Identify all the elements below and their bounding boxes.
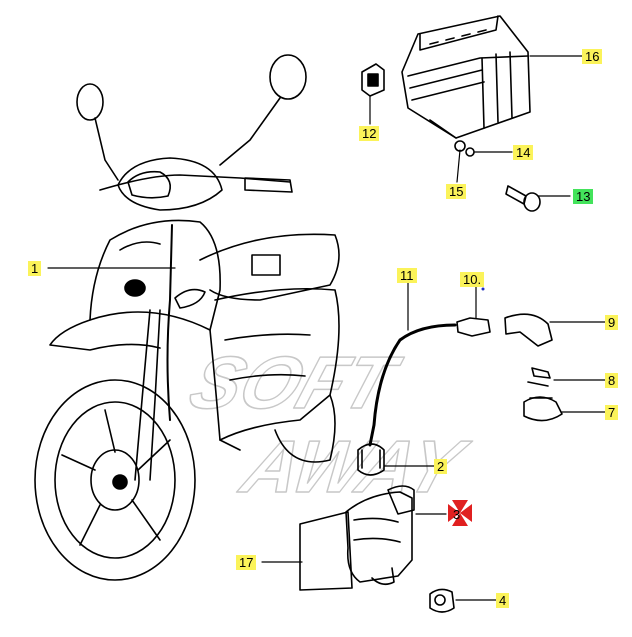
handlebar bbox=[99, 174, 291, 191]
part-13-screw bbox=[505, 185, 541, 212]
rear-body bbox=[214, 287, 340, 441]
callout-label: 8 bbox=[605, 373, 619, 388]
part-4-nut bbox=[429, 588, 455, 613]
headset bbox=[117, 157, 223, 211]
callout-label: 12 bbox=[359, 126, 380, 141]
mounting-plate bbox=[299, 511, 353, 591]
seat-plate bbox=[251, 254, 281, 276]
part-12-bracket bbox=[361, 63, 385, 97]
right-mirror-stem bbox=[219, 97, 281, 166]
right-grip bbox=[244, 177, 293, 193]
wheel-spokes bbox=[61, 409, 171, 546]
callout-label: 16 bbox=[582, 49, 603, 64]
part-2-connector bbox=[357, 443, 385, 476]
shield-badge bbox=[174, 288, 206, 309]
callout-label: 11 bbox=[397, 268, 417, 283]
part-11-ht-lead bbox=[368, 313, 553, 447]
callout-label: 10. bbox=[460, 272, 485, 287]
rear-wheel bbox=[274, 394, 336, 463]
leader-lines bbox=[47, 55, 606, 601]
leg-shield bbox=[209, 329, 241, 451]
callout-label: 13 bbox=[573, 189, 594, 204]
callout-label: 15 bbox=[446, 184, 467, 199]
front-mudguard bbox=[49, 319, 161, 351]
cable-harness bbox=[166, 224, 173, 421]
part-7-8-suppressor bbox=[523, 367, 563, 422]
callout-label: 7 bbox=[605, 405, 619, 420]
front-hub bbox=[112, 474, 128, 490]
part-10-dot bbox=[481, 287, 485, 291]
front-rim bbox=[54, 401, 176, 559]
front-tire bbox=[34, 379, 196, 581]
callout-label: 2 bbox=[434, 459, 448, 474]
left-mirror bbox=[76, 83, 104, 121]
part-3-17-ignition-coil bbox=[299, 485, 415, 591]
part-14-15-nut-washer bbox=[454, 140, 475, 157]
callout-label: 17 bbox=[236, 555, 257, 570]
callout-label: 4 bbox=[496, 593, 510, 608]
front-fork bbox=[134, 309, 161, 481]
shield-detail bbox=[119, 241, 161, 251]
watermark: SOFT AWAY bbox=[179, 341, 479, 509]
part-16-regulator bbox=[401, 15, 531, 139]
scooter-illustration bbox=[34, 54, 340, 581]
seat bbox=[199, 233, 340, 301]
right-mirror bbox=[269, 54, 307, 100]
left-mirror-stem bbox=[94, 117, 119, 181]
front-shield bbox=[89, 219, 221, 331]
horn-grille bbox=[124, 279, 146, 297]
callout-label: 14 bbox=[513, 145, 534, 160]
position-marker-icon bbox=[448, 500, 472, 526]
callout-label: 9 bbox=[605, 315, 619, 330]
callout-label: 1 bbox=[28, 261, 42, 276]
callout-label: 3 bbox=[453, 507, 461, 522]
speedometer bbox=[127, 170, 171, 199]
body-panel-lines bbox=[224, 333, 311, 381]
